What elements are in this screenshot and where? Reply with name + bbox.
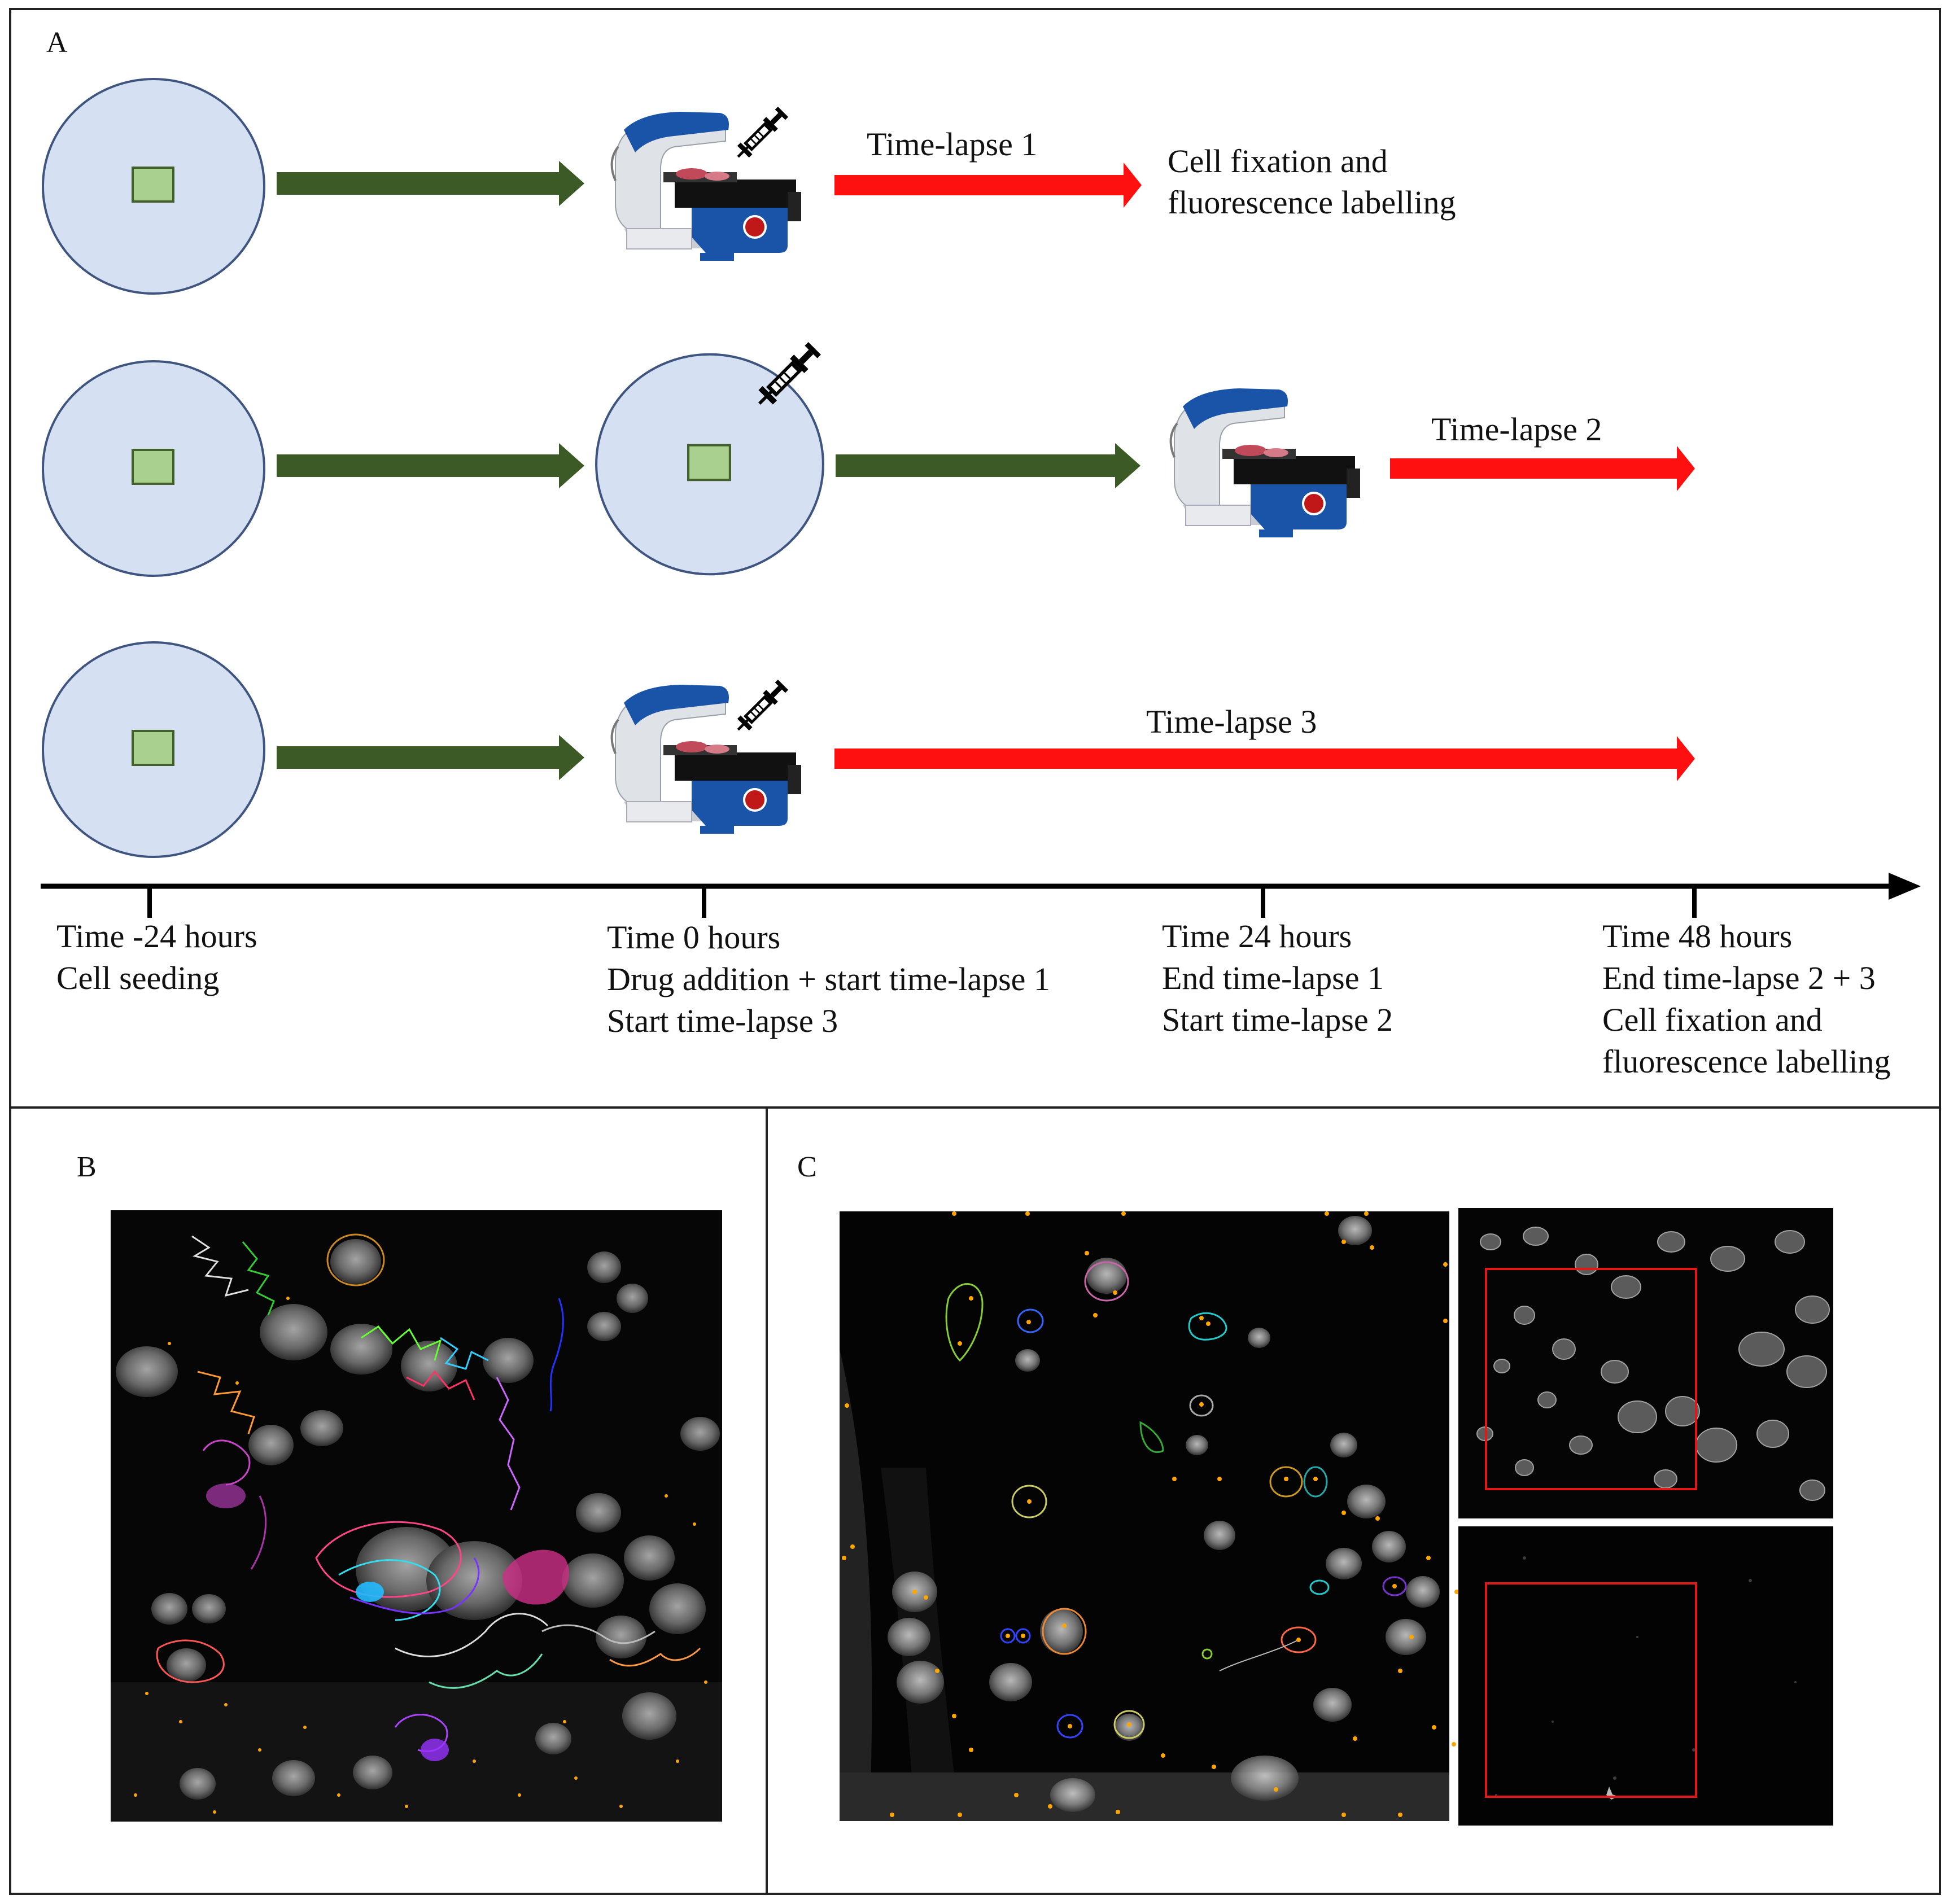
microscope-icon <box>1169 387 1361 539</box>
timepoint-3-desc: End time-lapse 2 + 3 <box>1602 960 1876 996</box>
panel-letter-c: C <box>797 1151 817 1183</box>
timepoint-2-desc: Start time-lapse 2 <box>1162 1001 1393 1038</box>
green-arrow <box>836 443 1140 488</box>
timepoint-1-desc: Drug addition + start time-lapse 1 <box>607 961 1050 997</box>
panel-letter-a: A <box>46 27 68 59</box>
roi-box <box>1485 1268 1697 1490</box>
green-arrow <box>277 443 584 488</box>
cell-segmentation-image <box>840 1211 1459 1821</box>
timepoint-3-desc: fluorescence labelling <box>1602 1043 1890 1080</box>
timepoint-2-time: Time 24 hours <box>1162 918 1352 955</box>
timepoint-3-desc: Cell fixation and <box>1602 1001 1823 1038</box>
petri-dish-icon <box>596 354 823 575</box>
timepoint-0-desc: Cell seeding <box>56 960 219 996</box>
fluorescence-image-bottom <box>1458 1526 1833 1826</box>
syringe-icon <box>732 679 789 736</box>
timepoint-2-desc: End time-lapse 1 <box>1162 960 1384 996</box>
green-arrow <box>277 161 584 206</box>
syringe-icon <box>732 106 789 163</box>
row1-end-label-line1: Cell fixation and <box>1168 143 1388 180</box>
fluorescence-image-top <box>1458 1208 1833 1518</box>
petri-dish-icon <box>42 360 265 577</box>
petri-dish-icon <box>42 78 265 295</box>
red-arrow <box>834 163 1142 208</box>
panel-letter-b: B <box>77 1151 97 1183</box>
green-arrow <box>277 735 584 780</box>
roi-box <box>1485 1582 1697 1798</box>
microscope-icon <box>610 684 802 835</box>
petri-dish-icon <box>42 641 265 858</box>
timepoint-1-time: Time 0 hours <box>607 919 780 956</box>
timepoint-0-time: Time -24 hours <box>56 918 257 955</box>
microscope-icon <box>610 111 802 262</box>
red-arrow <box>834 736 1695 781</box>
red-arrow <box>1390 446 1695 491</box>
timeline-arrowhead <box>1889 873 1921 900</box>
timepoint-3-time: Time 48 hours <box>1602 918 1792 955</box>
row1-end-label-line2: fluorescence labelling <box>1168 184 1456 221</box>
timelapse-2-label: Time-lapse 2 <box>1431 411 1602 448</box>
cell-tracking-image <box>111 1210 722 1822</box>
timelapse-3-label: Time-lapse 3 <box>1146 703 1317 740</box>
panel-c-frame <box>766 1106 1941 1895</box>
timepoint-1-desc: Start time-lapse 3 <box>607 1003 838 1039</box>
timelapse-1-label: Time-lapse 1 <box>867 126 1037 163</box>
